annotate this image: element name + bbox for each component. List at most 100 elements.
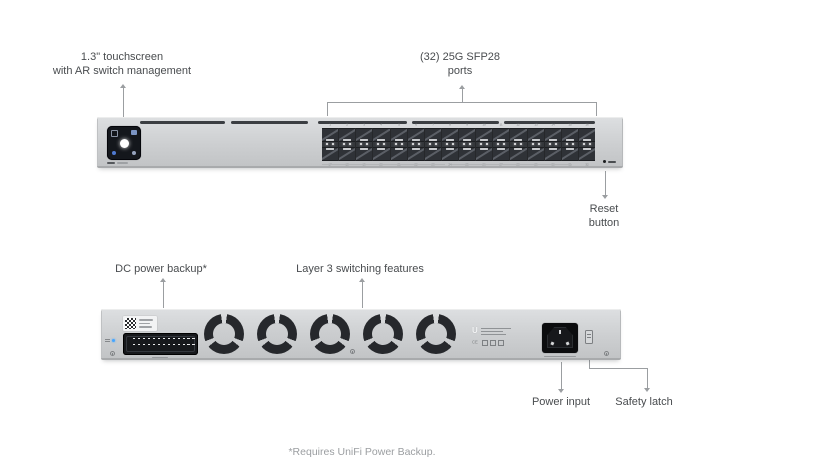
port-led-indicators [561, 142, 578, 147]
port-number: 29 [533, 163, 538, 167]
fan-icon [204, 313, 244, 354]
panel-groove [452, 164, 572, 165]
chassis-screw-icon [604, 351, 609, 356]
port-number: 22 [414, 163, 418, 167]
fan-icon [310, 313, 350, 354]
sfp-port-column: 8 24 [441, 123, 458, 167]
sfp-port-column: 12 28 [510, 123, 527, 167]
port-number: 11 [499, 123, 503, 126]
port-number: 20 [379, 163, 384, 167]
qr-code-icon [125, 318, 136, 329]
vent-slot [140, 120, 225, 124]
reset-pinhole-icon [603, 160, 606, 163]
sfp-cage [373, 128, 390, 143]
sfp-cage [339, 146, 356, 161]
callout-touchscreen-line1: 1.3" touchscreen [80, 51, 164, 63]
port-number: 31 [568, 163, 572, 167]
sfp-cage [322, 128, 339, 143]
reset-callout-line [605, 171, 606, 195]
ports-arrowhead [458, 85, 465, 89]
port-number: 16 [585, 123, 589, 126]
port-number: 8 [449, 123, 451, 126]
sfp-cage [527, 146, 544, 161]
touchscreen-corner-icon [131, 130, 137, 135]
port-number: 28 [516, 163, 521, 167]
chassis-screw-icon [350, 349, 355, 354]
callout-latch-label: Safety latch [615, 396, 672, 410]
latch-callout-line-v1 [588, 359, 590, 368]
sfp-cage [527, 128, 544, 143]
vent-slot [412, 120, 499, 124]
sfp-cage [510, 146, 527, 161]
sfp-cage [476, 128, 493, 143]
callout-power-text: Power input [531, 396, 591, 408]
sfp-cage [493, 128, 510, 143]
port-led-indicators [493, 142, 510, 147]
callout-power-label: Power input [532, 396, 590, 410]
sfp-cage [441, 146, 458, 161]
ubiquiti-logo-icon: U [472, 326, 478, 335]
port-led-indicators [527, 142, 544, 147]
sfp-cage [459, 146, 476, 161]
sfp-cage [476, 146, 493, 161]
ports-bracket-left [327, 102, 328, 116]
port-led-indicators [510, 142, 527, 147]
sfp-cage [441, 128, 458, 143]
sfp-cage [493, 146, 510, 161]
port-number: 15 [568, 123, 572, 126]
sfp-cage [459, 128, 476, 143]
touchscreen-corner-icon [112, 151, 116, 155]
certification-marks: CE [472, 340, 505, 346]
port-number: 2 [346, 123, 349, 126]
port-led-indicators [578, 142, 595, 147]
dc-silkscreen-text [152, 356, 168, 358]
ac-power-inlet [542, 323, 578, 353]
touchscreen-corner-icon [111, 130, 118, 137]
port-number: 12 [516, 123, 521, 126]
qr-sticker [123, 316, 157, 331]
port-number: 24 [448, 163, 452, 167]
vent-slot [231, 120, 308, 124]
sfp-cage [390, 146, 407, 161]
port-led-indicators [407, 142, 424, 147]
port-led-indicators [322, 142, 339, 147]
callout-touchscreen-line2: with AR switch management [52, 64, 192, 77]
sfp-cage [544, 146, 561, 161]
port-number: 5 [397, 123, 400, 126]
callout-latch-text: Safety latch [615, 396, 673, 408]
sfp-cage [322, 146, 339, 161]
port-number: 10 [482, 123, 486, 126]
sfp-cage [578, 146, 595, 161]
layer3-callout-line [361, 282, 363, 308]
callout-dc-text: DC power backup* [115, 263, 207, 275]
port-number: 7 [431, 123, 434, 126]
sfp-cage [356, 146, 373, 161]
sfp-cage [373, 146, 390, 161]
sfp-cage [390, 128, 407, 143]
touchscreen-arrowhead [119, 84, 126, 88]
port-led-indicators [441, 142, 458, 147]
touchscreen [107, 126, 141, 160]
sfp-cage [561, 128, 578, 143]
port-number: 14 [551, 123, 555, 126]
ubiquiti-regulatory-label: U CE [472, 327, 518, 349]
touchscreen-callout-line [122, 88, 124, 117]
port-number: 19 [362, 163, 366, 167]
reset-arrowhead [602, 195, 608, 199]
vent-slot [318, 120, 407, 124]
fan-icon [363, 313, 403, 354]
led-silkscreen-text [105, 338, 110, 344]
